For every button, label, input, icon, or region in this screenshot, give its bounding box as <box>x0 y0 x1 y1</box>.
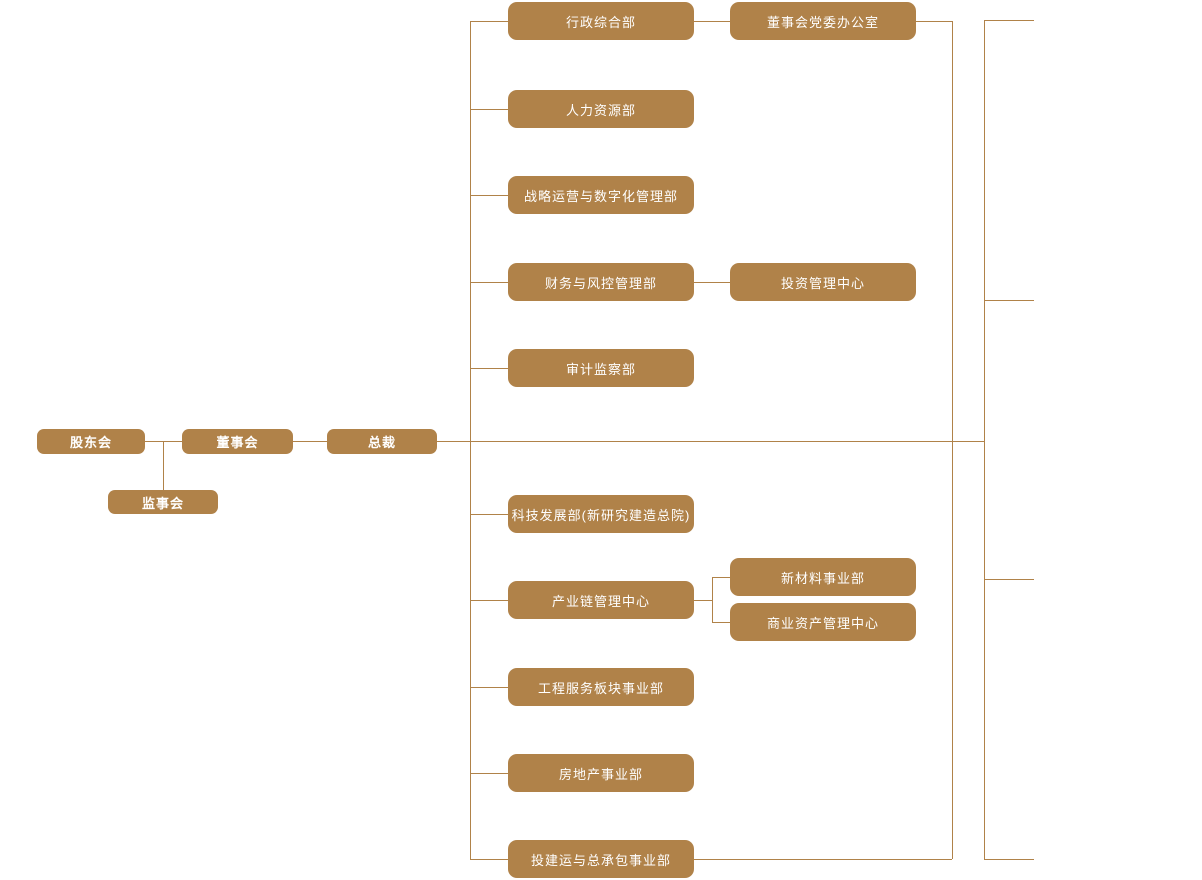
org-node-real-estate-dept: 房地产事业部 <box>508 754 694 792</box>
org-node-strategy-ops-digital-dept: 战略运营与数字化管理部 <box>508 176 694 214</box>
connector-stub-tech <box>470 514 508 515</box>
connector-invest-build-to-right-v1 <box>694 859 952 860</box>
connector-stub-real-estate <box>470 773 508 774</box>
connector-right-stub-bottom <box>984 859 1034 860</box>
connector-bracket-vertical <box>712 577 713 622</box>
connector-right-stub-upper <box>984 300 1034 301</box>
org-node-admin-general-dept: 行政综合部 <box>508 2 694 40</box>
connector-finance-to-investment-center <box>694 282 730 283</box>
org-node-hr-dept: 人力资源部 <box>508 90 694 128</box>
connector-stub-admin <box>470 21 508 22</box>
org-node-board-of-directors: 董事会 <box>182 429 293 454</box>
connector-stub-strategy <box>470 195 508 196</box>
connector-stub-invest-build <box>470 859 508 860</box>
connector-admin-to-party-office <box>694 21 730 22</box>
org-node-new-materials-dept: 新材料事业部 <box>730 558 916 596</box>
org-node-industry-chain-mgmt-center: 产业链管理中心 <box>508 581 694 619</box>
connector-left-trunk <box>470 21 471 859</box>
connector-industry-chain-to-bracket <box>694 600 712 601</box>
org-node-audit-supervision-dept: 审计监察部 <box>508 349 694 387</box>
org-node-president: 总裁 <box>327 429 437 454</box>
connector-right-vertical-2 <box>984 20 985 859</box>
org-node-tech-development-dept: 科技发展部(新研究建造总院) <box>508 495 694 533</box>
connector-right-vertical-1 <box>952 21 953 859</box>
org-node-investment-mgmt-center: 投资管理中心 <box>730 263 916 301</box>
connector-stub-finance <box>470 282 508 283</box>
org-node-commercial-asset-mgmt-center: 商业资产管理中心 <box>730 603 916 641</box>
connector-right-stub-lower <box>984 579 1034 580</box>
org-node-finance-risk-control-dept: 财务与风控管理部 <box>508 263 694 301</box>
connector-bracket-to-commercial-asset <box>712 622 730 623</box>
org-node-invest-build-op-epc-dept: 投建运与总承包事业部 <box>508 840 694 878</box>
connector-stub-engineering <box>470 687 508 688</box>
connector-stub-audit <box>470 368 508 369</box>
connector-party-office-to-right-v1 <box>916 21 952 22</box>
org-node-board-party-committee-office: 董事会党委办公室 <box>730 2 916 40</box>
org-node-shareholders-meeting: 股东会 <box>37 429 145 454</box>
connector-president-main-line <box>437 441 984 442</box>
connector-bracket-to-new-materials <box>712 577 730 578</box>
connector-board-to-president <box>293 441 327 442</box>
connector-right-stub-top <box>984 20 1034 21</box>
connector-drop-to-supervisory <box>163 441 164 490</box>
connector-stub-industry-chain <box>470 600 508 601</box>
org-node-supervisory-board: 监事会 <box>108 490 218 514</box>
org-node-engineering-services-dept: 工程服务板块事业部 <box>508 668 694 706</box>
connector-stub-hr <box>470 109 508 110</box>
